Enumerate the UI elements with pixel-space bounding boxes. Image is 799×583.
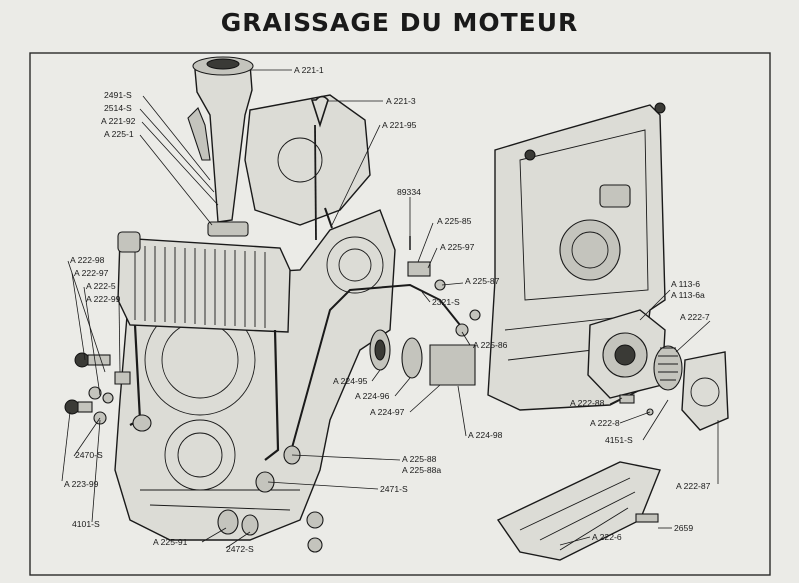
label-a2225: A 222-5 (86, 281, 116, 291)
oil-pump-parts (324, 207, 481, 386)
label-a22192: A 221-92 (101, 116, 136, 126)
label-a22195: A 221-95 (382, 120, 417, 130)
oil-filler-tube (187, 56, 254, 237)
label-a22498: A 224-98 (468, 430, 503, 440)
label-a1136a: A 113-6a (671, 290, 705, 300)
leader-lines (61, 69, 719, 549)
label-a22588a: A 225-88a (402, 465, 441, 475)
label-p4151: 4151-S (605, 435, 633, 445)
label-a22591: A 225-91 (153, 537, 188, 547)
label-a22288: A 222-88 (570, 398, 605, 408)
label-a2251: A 225-1 (104, 129, 134, 139)
upper-crankcase (244, 94, 371, 226)
label-p2514: 2514-S (104, 103, 132, 113)
label-p4101: 4101-S (72, 519, 100, 529)
label-a2213: A 221-3 (386, 96, 416, 106)
plate-title: GRAISSAGE DU MOTEUR (220, 8, 579, 37)
label-p2321: 2321-S (432, 297, 460, 307)
label-p2470: 2470-S (75, 450, 103, 460)
label-a22585: A 225-85 (437, 216, 472, 226)
label-a2227: A 222-7 (680, 312, 710, 322)
label-a22497: A 224-97 (370, 407, 405, 417)
label-a22287: A 222-87 (676, 481, 711, 491)
label-a22495: A 224-95 (333, 376, 368, 386)
label-a22399: A 223-99 (64, 479, 99, 489)
plate-frame (29, 52, 771, 576)
callout-labels: A 221-1 A 221-3 A 221-95 2491-S 2514-S A… (64, 65, 711, 554)
label-a22586: A 225-86 (473, 340, 508, 350)
label-a22297: A 222-97 (74, 268, 109, 278)
oil-cooler (117, 231, 291, 333)
label-a22298: A 222-98 (70, 255, 105, 265)
pump-flange-gear (587, 309, 729, 431)
label-a2226: A 222-6 (592, 532, 622, 542)
label-p2472: 2472-S (226, 544, 254, 554)
label-p2491: 2491-S (104, 90, 132, 100)
label-p2659: 2659 (674, 523, 693, 533)
label-p89334: 89334 (397, 187, 421, 197)
label-a22588: A 225-88 (402, 454, 437, 464)
oil-sump-tray (496, 461, 661, 561)
dipstick (310, 95, 329, 241)
label-a2211: A 221-1 (294, 65, 324, 75)
label-a1136: A 113-6 (671, 279, 700, 289)
label-a22299: A 222-99 (86, 294, 121, 304)
label-a2228: A 222-8 (590, 418, 620, 428)
label-a22587: A 225-87 (465, 276, 500, 286)
label-a22496: A 224-96 (355, 391, 390, 401)
label-a22597: A 225-97 (440, 242, 475, 252)
label-p2471: 2471-S (380, 484, 408, 494)
